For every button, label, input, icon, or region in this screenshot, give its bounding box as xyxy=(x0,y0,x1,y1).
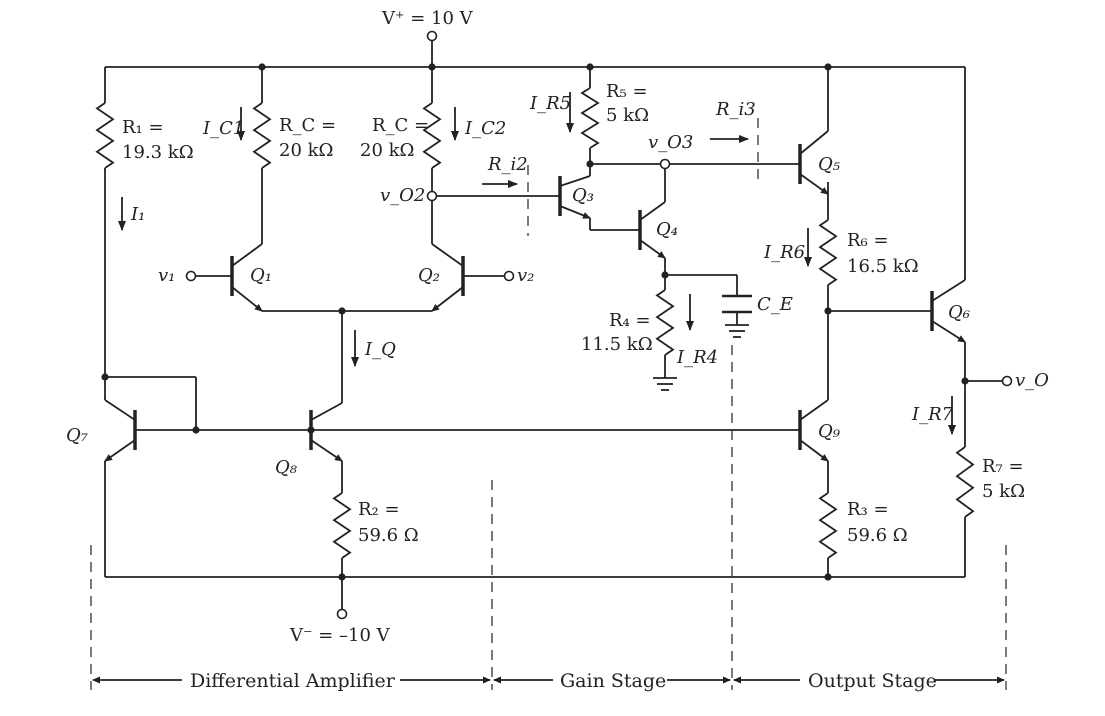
r6-label-line2: 16.5 kΩ xyxy=(847,256,919,277)
ground-symbol-r4 xyxy=(653,377,677,391)
r3-zigzag xyxy=(818,492,838,559)
q8-transistor xyxy=(309,402,343,462)
r1-zigzag xyxy=(95,102,115,169)
vo3-label: v_O3 xyxy=(648,132,693,153)
r3-label-line1: R₃ = xyxy=(847,499,889,520)
ir4-label: I_R4 xyxy=(676,347,718,368)
q2-label: Q₂ xyxy=(418,265,440,286)
ground-symbol-ce xyxy=(725,324,749,338)
junction-dots xyxy=(101,63,969,581)
rc1-label-line2: 20 kΩ xyxy=(279,140,333,161)
ri3-label: R_i3 xyxy=(715,99,756,120)
i1-label: I₁ xyxy=(130,204,145,225)
r5-label-line2: 5 kΩ xyxy=(606,105,649,126)
capacitor-ce xyxy=(722,294,752,314)
terminals xyxy=(185,30,1013,620)
r2-label-line2: 59.6 Ω xyxy=(358,525,419,546)
resistor-zigzags xyxy=(95,87,975,559)
rc1-zigzag xyxy=(252,102,272,169)
vplus-label: V⁺ = 10 V xyxy=(381,8,474,29)
r2-label-line1: R₂ = xyxy=(358,499,400,520)
iq-label: I_Q xyxy=(364,339,396,360)
ce-label: C_E xyxy=(757,294,793,315)
section-output-stage: Output Stage xyxy=(808,670,937,692)
vo2-terminal xyxy=(426,190,438,202)
r1-label-line1: R₁ = xyxy=(122,117,164,138)
ir7-label: I_R7 xyxy=(911,404,954,425)
q3-transistor xyxy=(558,175,591,219)
vo-terminal xyxy=(1001,375,1013,387)
q5-label: Q₅ xyxy=(818,154,840,175)
ic1-label: I_C1 xyxy=(202,118,244,139)
ri3-indicator xyxy=(710,118,759,182)
ri2-indicator xyxy=(482,165,529,236)
vo2-label: v_O2 xyxy=(380,185,425,206)
q1-label: Q₁ xyxy=(250,265,272,286)
section-dividers xyxy=(90,345,1007,690)
vo-label: v_O xyxy=(1015,370,1049,391)
q3-label: Q₃ xyxy=(572,185,594,206)
ic2-label: I_C2 xyxy=(464,118,506,139)
r7-zigzag xyxy=(955,446,975,518)
ir6-label: I_R6 xyxy=(763,242,805,263)
ri2-label: R_i2 xyxy=(487,154,528,175)
q6-label: Q₆ xyxy=(948,302,970,323)
r4-label-line2: 11.5 kΩ xyxy=(581,334,653,355)
r3-label-line2: 59.6 Ω xyxy=(847,525,908,546)
r6-zigzag xyxy=(818,219,838,286)
vminus-label: V⁻ = –10 V xyxy=(289,625,391,646)
transistors xyxy=(104,130,966,462)
rc2-label-line1: R_C = xyxy=(372,115,429,136)
q4-label: Q₄ xyxy=(656,219,678,240)
r6-label-line1: R₆ = xyxy=(847,230,889,251)
rc2-label-line2: 20 kΩ xyxy=(360,140,414,161)
vminus-terminal xyxy=(336,608,348,620)
labels: V⁺ = 10 V V⁻ = –10 V R₁ = 19.3 kΩ R_C = … xyxy=(66,8,1049,692)
v1-terminal xyxy=(185,270,197,282)
q6-transistor xyxy=(930,279,966,343)
q5-transistor xyxy=(798,130,829,195)
q8-label: Q₈ xyxy=(275,457,298,478)
current-arrows xyxy=(118,92,956,435)
v1-label: v₁ xyxy=(158,265,175,286)
r4-label-line1: R₄ = xyxy=(609,310,651,331)
r2-zigzag xyxy=(332,492,352,559)
r5-label-line1: R₅ = xyxy=(606,81,648,102)
q9-label: Q₉ xyxy=(818,421,841,442)
q1-transistor xyxy=(230,243,263,312)
r7-label-line2: 5 kΩ xyxy=(982,481,1025,502)
vo3-terminal xyxy=(659,158,671,170)
q7-transistor xyxy=(104,399,137,462)
section-gain-stage: Gain Stage xyxy=(560,670,666,692)
rc1-label-line1: R_C = xyxy=(279,115,336,136)
rc2-zigzag xyxy=(422,102,442,169)
vplus-terminal xyxy=(426,30,438,42)
v2-label: v₂ xyxy=(517,265,534,286)
r7-label-line1: R₇ = xyxy=(982,456,1024,477)
section-differential-amplifier: Differential Amplifier xyxy=(190,670,396,692)
q9-transistor xyxy=(798,399,829,462)
r4-zigzag xyxy=(655,289,675,356)
r1-label-line2: 19.3 kΩ xyxy=(122,142,194,163)
q2-transistor xyxy=(431,243,465,312)
q7-label: Q₇ xyxy=(66,425,88,446)
q4-transistor xyxy=(638,201,666,259)
ir5-label: I_R5 xyxy=(529,93,571,114)
v2-terminal xyxy=(503,270,515,282)
r5-zigzag xyxy=(580,87,600,149)
